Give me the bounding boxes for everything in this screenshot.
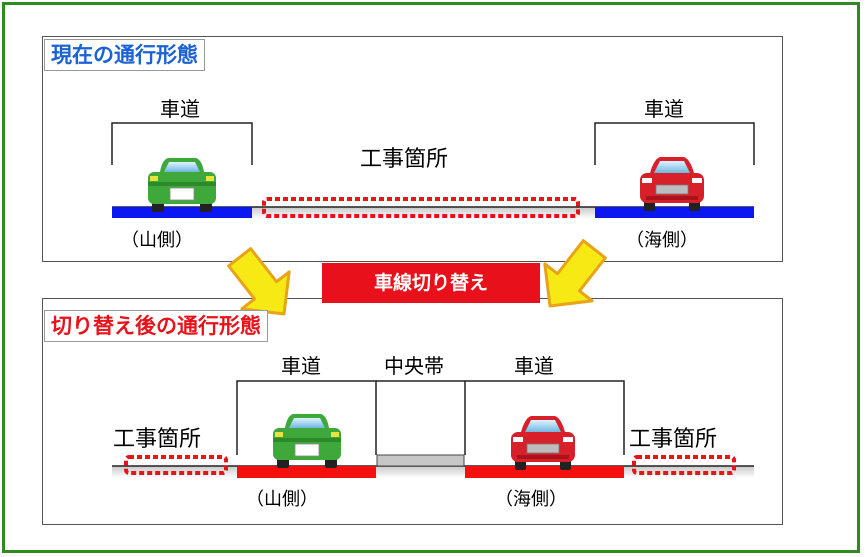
top-lane-right bbox=[595, 207, 754, 218]
top-bracket-right bbox=[594, 122, 755, 165]
lane-switch-banner: 車線切り替え bbox=[322, 263, 540, 303]
after-switch-title: 切り替え後の通行形態 bbox=[44, 310, 268, 342]
bottom-work-right-label: 工事箇所 bbox=[629, 427, 718, 452]
bottom-car-red bbox=[510, 415, 576, 471]
current-layout-title: 現在の通行形態 bbox=[44, 39, 205, 71]
bottom-car-green bbox=[272, 413, 342, 469]
top-lane-left-label: 車道 bbox=[160, 97, 200, 121]
top-lane-left bbox=[112, 207, 252, 218]
top-side-right-label: （海側） bbox=[626, 230, 698, 251]
top-bracket-left bbox=[111, 122, 253, 165]
top-car-green bbox=[147, 157, 217, 213]
bottom-lane-right bbox=[465, 466, 624, 478]
top-side-left-label: （山側） bbox=[121, 230, 193, 251]
bottom-work-zone-right bbox=[632, 455, 736, 475]
top-road-shading bbox=[112, 207, 754, 219]
bottom-lane-right-label: 車道 bbox=[514, 354, 554, 378]
bottom-bracket-right bbox=[464, 380, 625, 455]
current-layout-panel bbox=[42, 36, 783, 262]
top-work-zone bbox=[262, 197, 580, 218]
median-strip bbox=[376, 454, 465, 467]
median-label: 中央帯 bbox=[384, 354, 444, 378]
bottom-side-right-label: （海側） bbox=[495, 489, 567, 510]
bottom-bracket-left bbox=[236, 380, 377, 455]
bottom-lane-left-label: 車道 bbox=[281, 354, 321, 378]
bottom-work-zone-left bbox=[124, 455, 228, 475]
top-work-area-label: 工事箇所 bbox=[360, 147, 449, 172]
bottom-side-left-label: （山側） bbox=[246, 489, 318, 510]
bottom-lane-left bbox=[237, 466, 376, 478]
top-lane-right-label: 車道 bbox=[644, 97, 684, 121]
top-car-red bbox=[639, 156, 705, 212]
bottom-work-left-label: 工事箇所 bbox=[113, 427, 202, 452]
arrow-right-down-icon bbox=[524, 229, 620, 326]
